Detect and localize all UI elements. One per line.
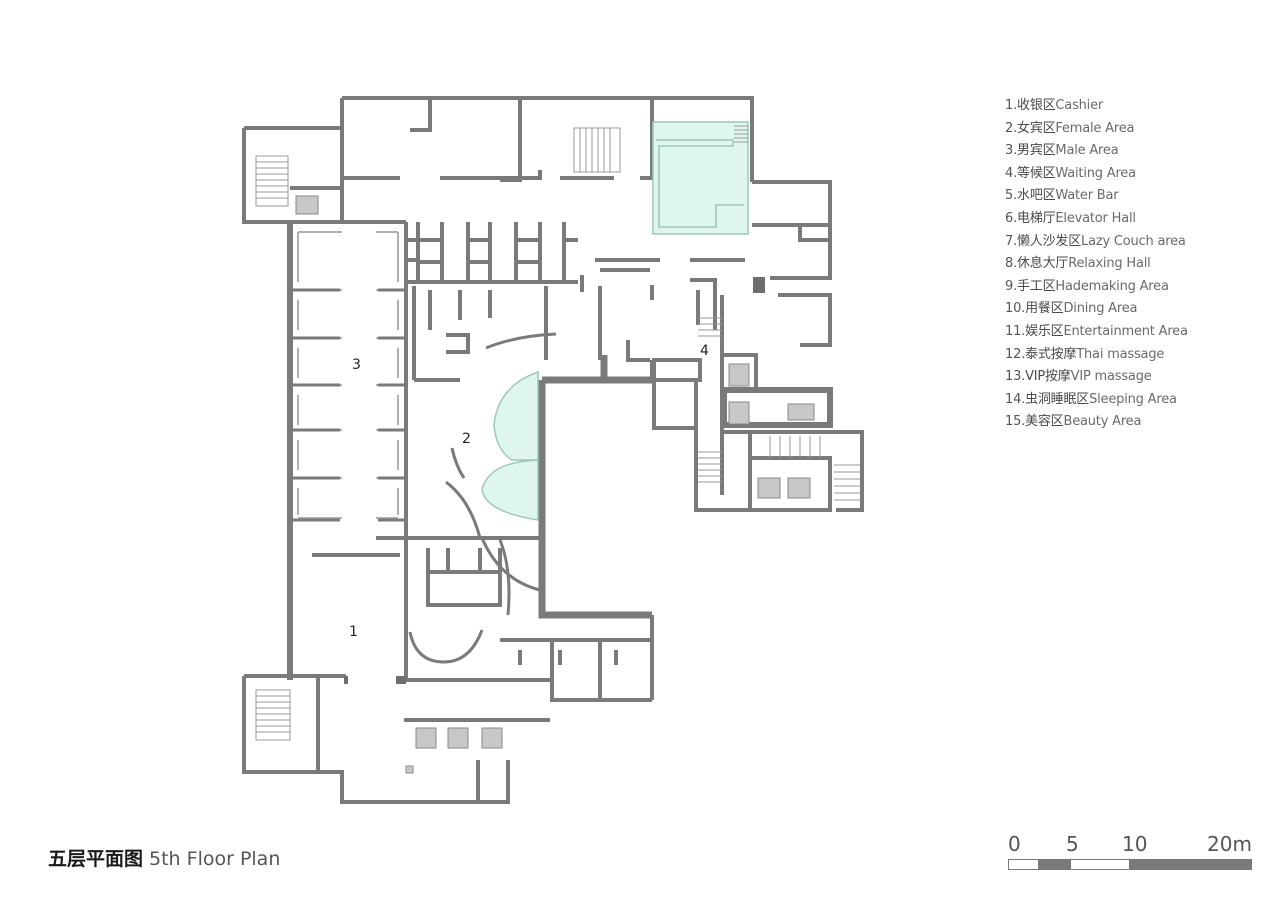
scale-segment	[1008, 859, 1039, 870]
legend-item: 12.泰式按摩Thai massage	[1005, 346, 1165, 362]
legend-item: 13.VIP按摩VIP massage	[1005, 369, 1152, 385]
legend-item: 4.等候区Waiting Area	[1005, 165, 1136, 181]
scale-segment	[1039, 859, 1070, 870]
pool-curved	[481, 370, 539, 521]
room-label-3: 3	[352, 357, 361, 373]
plan-title-cn: 五层平面图	[48, 848, 144, 870]
legend-item: 1.收银区Cashier	[1005, 98, 1104, 113]
legend-item: 8.休息大厅Relaxing Hall	[1005, 256, 1151, 272]
legend-item: 14.虫洞睡眠区Sleeping Area	[1005, 391, 1177, 407]
legend-item: 15.美容区Beauty Area	[1005, 414, 1142, 430]
pool-top	[652, 121, 749, 235]
scale-label-10: 10	[1122, 832, 1148, 856]
stairs	[255, 127, 860, 741]
room-label-2: 2	[462, 431, 471, 447]
columns	[344, 277, 765, 684]
legend-item: 10.用餐区Dining Area	[1005, 301, 1138, 317]
curved-walls	[408, 332, 557, 664]
cubicle-dividers	[292, 288, 404, 522]
legend-item: 2.女宾区Female Area	[1005, 120, 1135, 136]
cubicles	[297, 231, 399, 519]
room-label-1: 1	[349, 624, 358, 640]
walls	[242, 96, 864, 804]
legend-item: 11.娱乐区Entertainment Area	[1005, 323, 1188, 339]
scale-label-5: 5	[1066, 832, 1079, 856]
scale-segment	[1130, 859, 1252, 870]
legend: 1.收银区Cashier 2.女宾区Female Area 3.男宾区Male …	[1005, 95, 1188, 434]
legend-item: 7.懒人沙发区Lazy Couch area	[1005, 233, 1186, 249]
room-labels: 1 2 3 4	[349, 343, 709, 640]
elevators	[295, 195, 815, 774]
legend-item: 6.电梯厅Elevator Hall	[1005, 210, 1136, 226]
scale-label-0: 0	[1008, 832, 1021, 856]
scale-bar: 0 5 10 20m	[1008, 832, 1254, 872]
legend-item: 9.手工区Hademaking Area	[1005, 278, 1169, 294]
scale-segment	[1070, 859, 1130, 870]
scale-label-20: 20m	[1207, 832, 1252, 856]
plan-title-en: 5th Floor Plan	[149, 848, 281, 870]
room-label-4: 4	[700, 343, 709, 359]
legend-item: 5.水吧区Water Bar	[1005, 188, 1119, 204]
legend-item: 3.男宾区Male Area	[1005, 143, 1119, 159]
